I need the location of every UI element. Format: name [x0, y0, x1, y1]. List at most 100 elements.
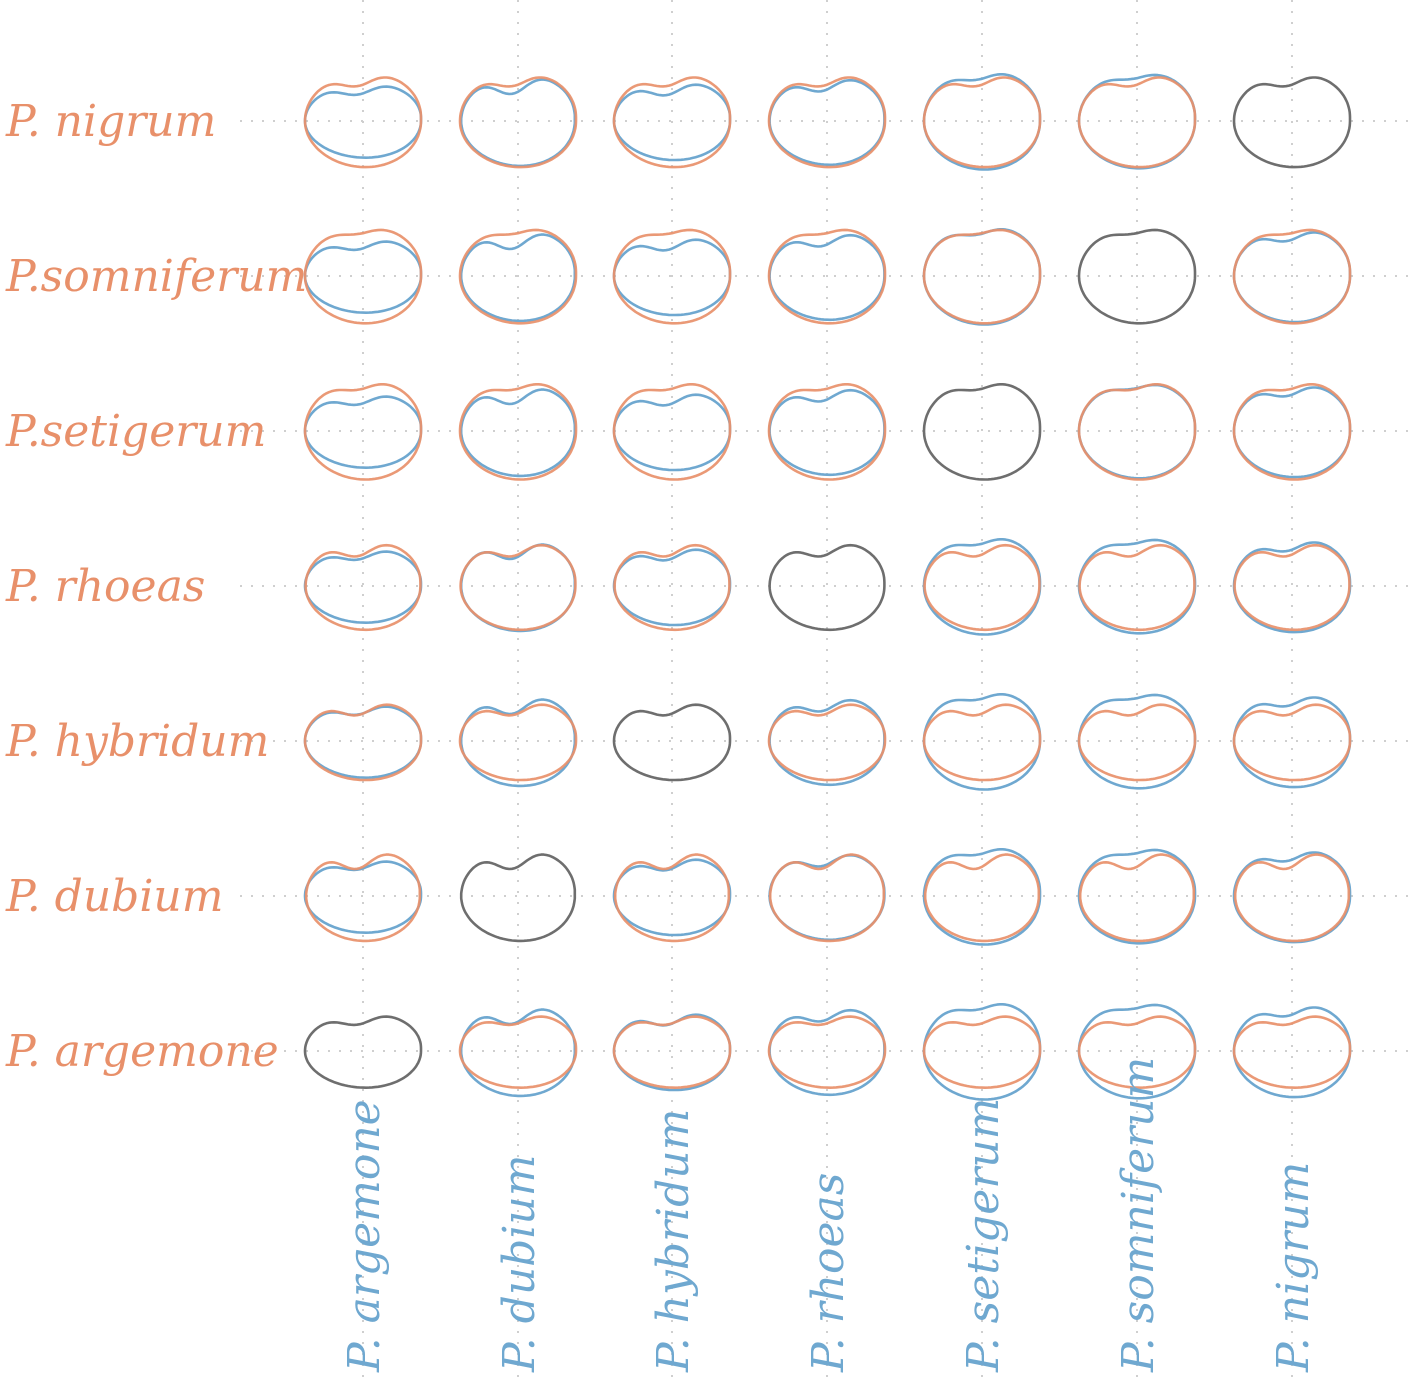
- row-species-outline: [303, 703, 423, 782]
- comparison-cells: [303, 73, 1352, 1101]
- row-species-outline: [303, 383, 423, 481]
- row-species-outline: [767, 228, 887, 325]
- grid-lines: [240, 0, 1416, 1383]
- cell-p-somniferum-vs-p-hybridum: [612, 228, 732, 325]
- cell-p-dubium-vs-p-argemone: [303, 853, 423, 943]
- cell-p-setigerum-vs-p-somniferum: [1077, 383, 1197, 481]
- cell-p-somniferum-vs-p-nigrum: [1232, 228, 1352, 325]
- row-species-outline: [923, 543, 1041, 632]
- cell-p-argemone-vs-p-somniferum: [1077, 1003, 1197, 1100]
- cell-p-argemone-vs-p-nigrum: [1232, 1006, 1352, 1099]
- cell-p-argemone-vs-p-hybridum: [612, 1013, 732, 1092]
- cell-p-argemone-vs-p-dubium: [458, 1008, 578, 1098]
- cell-p-argemone-vs-p-rhoeas: [767, 1008, 887, 1097]
- column-label: P. nigrum: [1268, 1162, 1319, 1373]
- column-label: P. hybridum: [648, 1109, 699, 1373]
- row-species-outline: [458, 703, 578, 782]
- cell-p-setigerum-vs-p-hybridum: [612, 383, 732, 481]
- cell-p-rhoeas-vs-p-hybridum: [612, 543, 732, 632]
- column-species-outline: [303, 240, 423, 314]
- row-species-outline: [459, 543, 577, 632]
- cell-p-hybridum-vs-p-setigerum: [922, 693, 1042, 791]
- row-species-outline: [767, 383, 887, 481]
- cell-p-nigrum-vs-p-hybridum: [612, 76, 732, 169]
- column-species-outline: [612, 393, 732, 472]
- cell-p-dubium-vs-p-nigrum: [1232, 851, 1352, 944]
- row-species-outline: [1077, 76, 1197, 169]
- row-species-outline: [458, 1015, 578, 1089]
- cell-p-hybridum-vs-p-dubium: [458, 698, 578, 788]
- self-outline: [768, 543, 886, 632]
- row-species-outline: [767, 703, 887, 782]
- cell-p-nigrum-vs-p-argemone: [303, 76, 423, 169]
- cell-p-somniferum-vs-p-setigerum: [922, 228, 1042, 326]
- cell-p-hybridum-vs-p-argemone: [303, 703, 423, 782]
- self-outline: [922, 383, 1042, 481]
- row-species-outline: [1078, 853, 1196, 943]
- row-species-outline: [303, 76, 423, 169]
- cell-p-rhoeas-vs-p-rhoeas: [768, 543, 886, 632]
- self-outline: [459, 853, 577, 943]
- cell-p-setigerum-vs-p-argemone: [303, 383, 423, 481]
- row-species-outline: [922, 76, 1042, 169]
- cell-p-hybridum-vs-p-rhoeas: [767, 698, 887, 787]
- cell-p-nigrum-vs-p-rhoeas: [767, 76, 887, 169]
- column-labels: P. argemone P. dubium P. hybridum P. rhoeas…: [339, 1057, 1319, 1373]
- self-outline: [1232, 76, 1352, 169]
- cell-p-somniferum-vs-p-dubium: [458, 228, 578, 325]
- row-species-outline: [1078, 543, 1196, 632]
- column-species-outline: [768, 233, 886, 322]
- cell-p-setigerum-vs-p-dubium: [458, 383, 578, 481]
- row-species-outline: [768, 853, 886, 943]
- row-species-outline: [1077, 383, 1197, 481]
- cell-p-setigerum-vs-p-setigerum: [922, 383, 1042, 481]
- row-species-outline: [612, 383, 732, 481]
- row-species-outline: [304, 853, 422, 943]
- row-species-outline: [458, 383, 578, 481]
- cell-p-rhoeas-vs-p-setigerum: [922, 538, 1042, 636]
- cell-p-nigrum-vs-p-setigerum: [922, 73, 1042, 171]
- row-species-outline: [613, 853, 731, 943]
- row-label: P. dubium: [5, 871, 223, 922]
- cell-p-hybridum-vs-p-nigrum: [1232, 696, 1352, 789]
- cell-p-somniferum-vs-p-argemone: [303, 228, 423, 325]
- row-species-outline: [922, 703, 1042, 782]
- cell-p-rhoeas-vs-p-dubium: [459, 543, 577, 633]
- column-label: P. rhoeas: [803, 1173, 854, 1373]
- row-species-outline: [923, 853, 1041, 943]
- self-outline: [612, 703, 732, 782]
- row-species-outline: [1233, 853, 1351, 943]
- column-label: P. setigerum: [958, 1098, 1009, 1373]
- cell-p-dubium-vs-p-somniferum: [1077, 848, 1197, 945]
- row-label: P. rhoeas: [5, 561, 205, 612]
- cell-p-argemone-vs-p-setigerum: [922, 1003, 1042, 1101]
- row-species-outline: [303, 228, 423, 325]
- row-species-outline: [1233, 543, 1351, 632]
- cell-p-rhoeas-vs-p-argemone: [303, 543, 423, 632]
- cell-p-nigrum-vs-p-somniferum: [1077, 73, 1197, 170]
- row-species-outline: [1232, 383, 1352, 481]
- column-label: P. somniferum: [1113, 1057, 1164, 1373]
- row-label: P.setigerum: [5, 406, 266, 457]
- cell-p-hybridum-vs-p-hybridum: [612, 703, 732, 782]
- row-species-outline: [458, 76, 578, 169]
- column-label: P. dubium: [494, 1155, 545, 1373]
- row-species-outline: [1232, 1015, 1352, 1089]
- row-species-outline: [1077, 703, 1197, 782]
- cell-p-dubium-vs-p-setigerum: [922, 848, 1042, 946]
- row-species-outline: [1232, 228, 1352, 325]
- cell-p-setigerum-vs-p-nigrum: [1232, 383, 1352, 481]
- row-species-outline: [922, 228, 1042, 325]
- row-species-outline: [767, 76, 887, 169]
- cell-p-dubium-vs-p-rhoeas: [768, 853, 886, 943]
- row-species-outline: [613, 543, 731, 632]
- row-label: P.somniferum: [5, 251, 307, 302]
- row-species-outline: [612, 76, 732, 169]
- cell-p-somniferum-vs-p-rhoeas: [767, 228, 887, 325]
- row-species-outline: [922, 1015, 1042, 1089]
- cell-p-nigrum-vs-p-dubium: [458, 76, 578, 169]
- row-species-outline: [1232, 703, 1352, 782]
- column-label: P. argemone: [339, 1099, 390, 1373]
